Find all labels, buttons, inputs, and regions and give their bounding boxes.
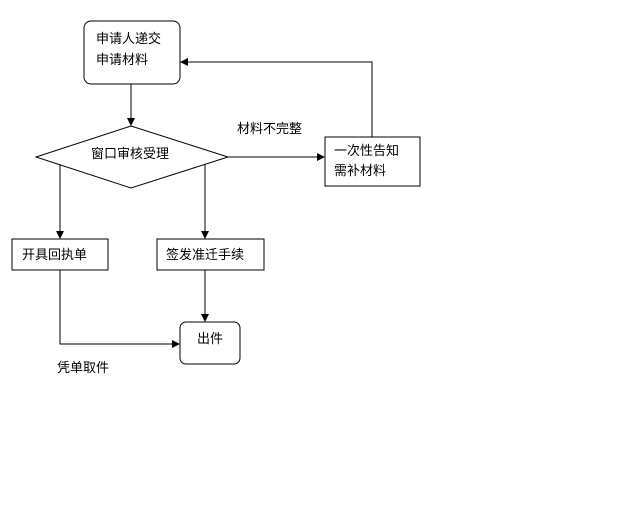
node-apply-line2: 申请材料 bbox=[96, 53, 148, 68]
node-notify: 一次性告知 需补材料 bbox=[324, 136, 421, 187]
edge-receipt-to-issue bbox=[59, 270, 180, 348]
node-notify-line2: 需补材料 bbox=[334, 164, 386, 179]
edge-label-pickup: 凭单取件 bbox=[57, 361, 109, 376]
node-apply-line1: 申请人递交 bbox=[96, 31, 161, 47]
node-apply: 申请人递交 申请材料 bbox=[83, 20, 181, 85]
node-approve: 签发准迁手续 bbox=[156, 238, 265, 271]
node-issue: 出件 bbox=[179, 321, 241, 365]
node-review-label: 窗口审核受理 bbox=[91, 146, 169, 162]
node-notify-line1: 一次性告知 bbox=[334, 143, 399, 159]
node-receipt-label: 开具回执单 bbox=[22, 248, 87, 263]
edge-notify-to-apply bbox=[180, 58, 373, 137]
node-receipt: 开具回执单 bbox=[11, 238, 109, 271]
node-approve-label: 签发准迁手续 bbox=[166, 247, 244, 263]
node-review: 窗口审核受理 bbox=[34, 125, 230, 189]
edge-label-incomplete: 材料不完整 bbox=[237, 122, 302, 137]
node-issue-label: 出件 bbox=[197, 332, 223, 347]
